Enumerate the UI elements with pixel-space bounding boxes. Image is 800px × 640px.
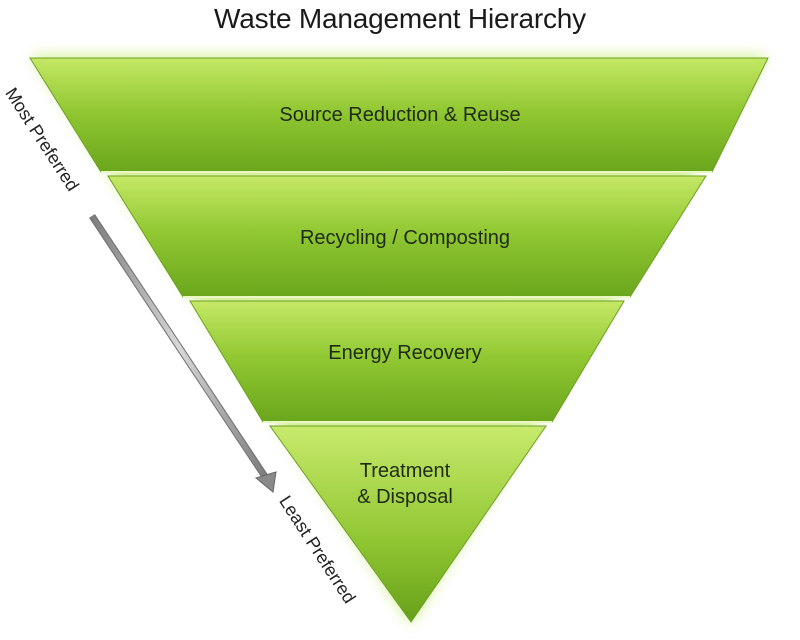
tier-label-source-reduction: Source Reduction & Reuse <box>279 104 521 126</box>
tier-label-recycling: Recycling / Composting <box>299 227 511 249</box>
diagram-title: Waste Management Hierarchy <box>214 3 586 34</box>
preference-arrow <box>89 214 277 493</box>
arrow-head-icon <box>254 471 277 493</box>
tier-label-treatment-disposal: Treatment & Disposal <box>320 458 490 510</box>
tier-label-treatment-line1: Treatment <box>359 460 451 482</box>
tier-label-energy-recovery: Energy Recovery <box>328 342 482 364</box>
tier-treatment-disposal <box>269 425 547 623</box>
tier-label-treatment-line2: & Disposal <box>357 486 453 508</box>
